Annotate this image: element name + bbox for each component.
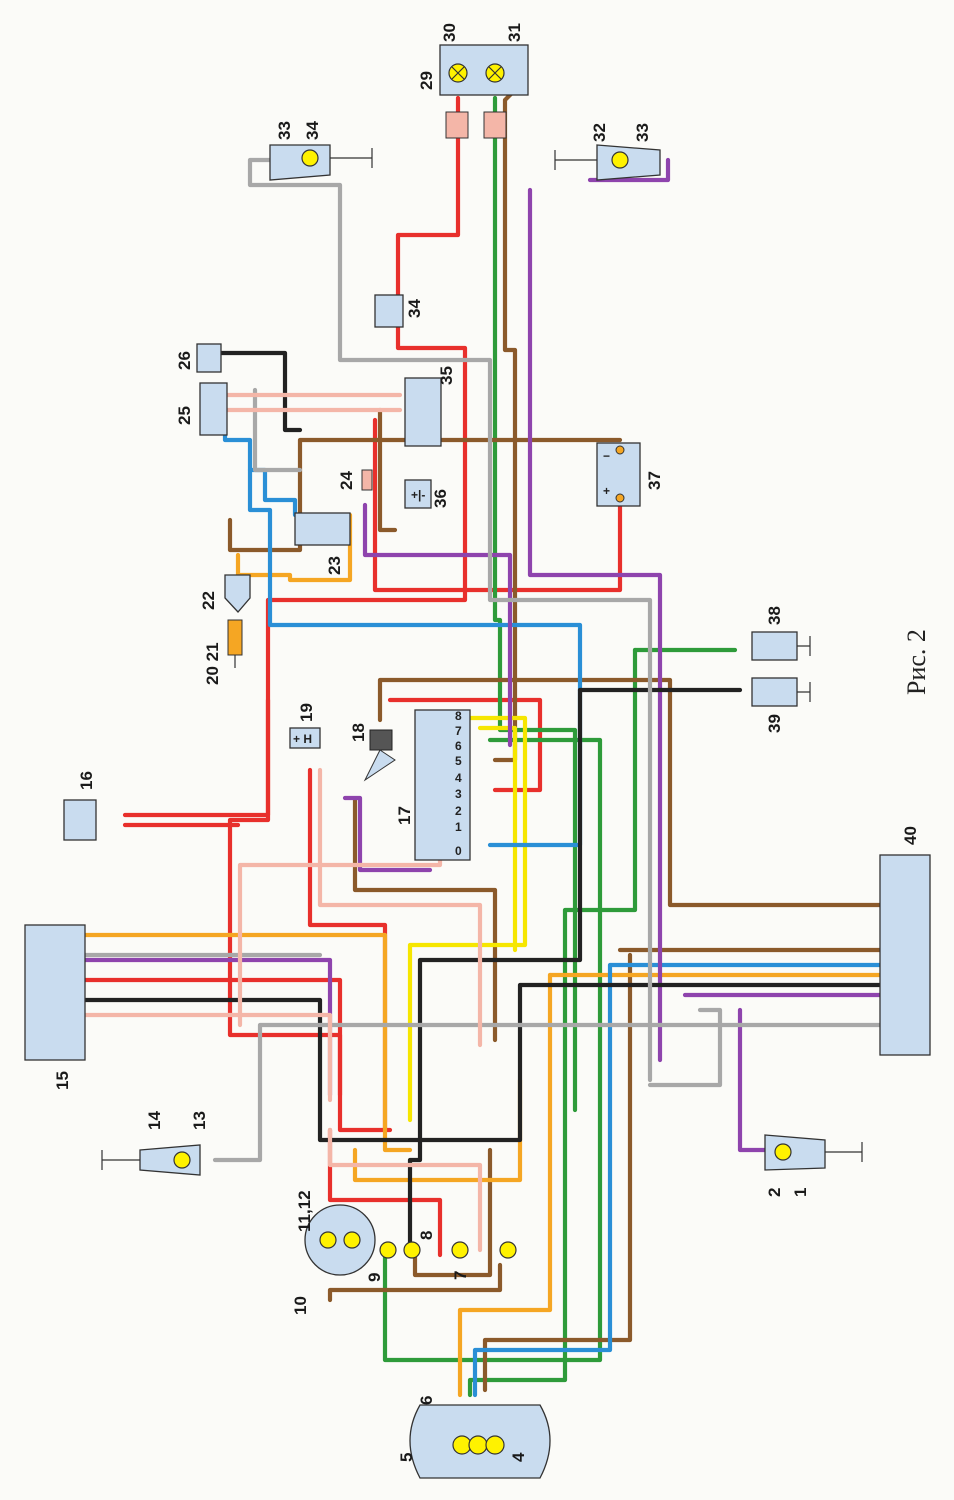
svg-text:5: 5 <box>455 754 462 768</box>
horn-19 <box>289 727 321 749</box>
label-38: 38 <box>765 606 784 625</box>
lamp-34 <box>301 149 319 167</box>
component-36 <box>404 479 432 509</box>
component-33-right <box>596 144 661 181</box>
switch-17 <box>414 709 471 861</box>
label-6: 6 <box>417 1396 436 1405</box>
label-13: 13 <box>190 1111 209 1130</box>
lamp-6b <box>468 1435 488 1455</box>
lamp-6a <box>452 1435 472 1455</box>
lamp-10b <box>343 1231 361 1249</box>
component-26 <box>196 343 222 373</box>
switch-17-pins: 0 1 2 3 4 5 6 7 8 <box>455 709 462 858</box>
component-18 <box>369 729 393 751</box>
svg-text:+|-: +|- <box>411 488 425 502</box>
label-34-top: 34 <box>303 121 322 140</box>
svg-text:+: + <box>603 484 610 498</box>
label-5: 5 <box>397 1453 416 1462</box>
label-29: 29 <box>417 71 436 90</box>
component-33-left <box>269 144 331 181</box>
lamp-32 <box>611 151 629 169</box>
label-20-21: 20 21 <box>203 642 222 685</box>
label-32: 32 <box>590 123 609 142</box>
label-37: 37 <box>645 471 664 490</box>
wires <box>82 87 883 1398</box>
lamp-8 <box>403 1241 421 1259</box>
component-23 <box>294 512 351 546</box>
label-35: 35 <box>437 366 456 385</box>
component-39 <box>751 677 798 707</box>
connector-red <box>445 111 469 139</box>
svg-text:−: − <box>603 449 610 463</box>
svg-text:1: 1 <box>455 820 462 834</box>
lamp-4 <box>485 1435 505 1455</box>
label-36: 36 <box>431 489 450 508</box>
component-14 <box>139 1144 201 1176</box>
component-16 <box>63 799 97 841</box>
label-22: 22 <box>199 591 218 610</box>
component-34 <box>374 294 404 328</box>
label-15: 15 <box>53 1071 72 1090</box>
spark-plug-20-21 <box>227 619 243 656</box>
label-9: 9 <box>365 1273 384 1282</box>
label-10: 10 <box>291 1296 310 1315</box>
switch-40 <box>879 854 931 1056</box>
label-26: 26 <box>175 351 194 370</box>
component-35 <box>404 377 442 447</box>
switch-15 <box>24 924 86 1061</box>
component-38 <box>751 631 798 661</box>
lamp-13 <box>173 1151 191 1169</box>
lamp-1 <box>774 1143 792 1161</box>
svg-text:2: 2 <box>455 804 462 818</box>
connector-green <box>483 111 507 139</box>
svg-text:0: 0 <box>455 844 462 858</box>
label-14: 14 <box>145 1111 164 1130</box>
label-1: 1 <box>791 1188 810 1197</box>
label-17: 17 <box>395 806 414 825</box>
lamp-9 <box>379 1241 397 1259</box>
label-7: 7 <box>451 1271 470 1280</box>
svg-text:4: 4 <box>455 771 462 785</box>
label-40: 40 <box>901 826 920 845</box>
components: +|- − + + H 0 1 2 3 4 5 <box>24 44 931 1479</box>
label-23: 23 <box>325 556 344 575</box>
label-24: 24 <box>337 471 356 490</box>
figure-caption: Рис. 2 <box>902 629 931 695</box>
svg-text:+ H: + H <box>293 732 312 746</box>
component-25 <box>199 382 228 436</box>
fuse-24 <box>361 469 373 491</box>
label-25: 25 <box>175 406 194 425</box>
svg-text:7: 7 <box>455 724 462 738</box>
label-34: 34 <box>405 299 424 318</box>
label-39: 39 <box>765 714 784 733</box>
label-19: 19 <box>297 703 316 722</box>
label-4: 4 <box>509 1452 528 1462</box>
component-2 <box>764 1134 826 1171</box>
label-16: 16 <box>77 771 96 790</box>
labels: 1 2 4 5 6 7 8 9 10 11,12 13 14 15 16 17 … <box>53 23 920 1462</box>
label-31: 31 <box>505 23 524 42</box>
label-33-right: 33 <box>633 123 652 142</box>
label-11-12: 11,12 <box>295 1190 314 1232</box>
label-33-left: 33 <box>275 121 294 140</box>
svg-text:3: 3 <box>455 787 462 801</box>
lamp-10a <box>319 1231 337 1249</box>
lamp-7 <box>451 1241 469 1259</box>
svg-text:6: 6 <box>455 739 462 753</box>
lamp-extra <box>499 1241 517 1259</box>
speedometer-11-12 <box>304 1204 376 1276</box>
label-2: 2 <box>765 1188 784 1197</box>
svg-text:8: 8 <box>455 709 462 723</box>
label-8: 8 <box>417 1231 436 1240</box>
component-22 <box>224 574 251 613</box>
label-18: 18 <box>349 723 368 742</box>
label-30: 30 <box>440 23 459 42</box>
